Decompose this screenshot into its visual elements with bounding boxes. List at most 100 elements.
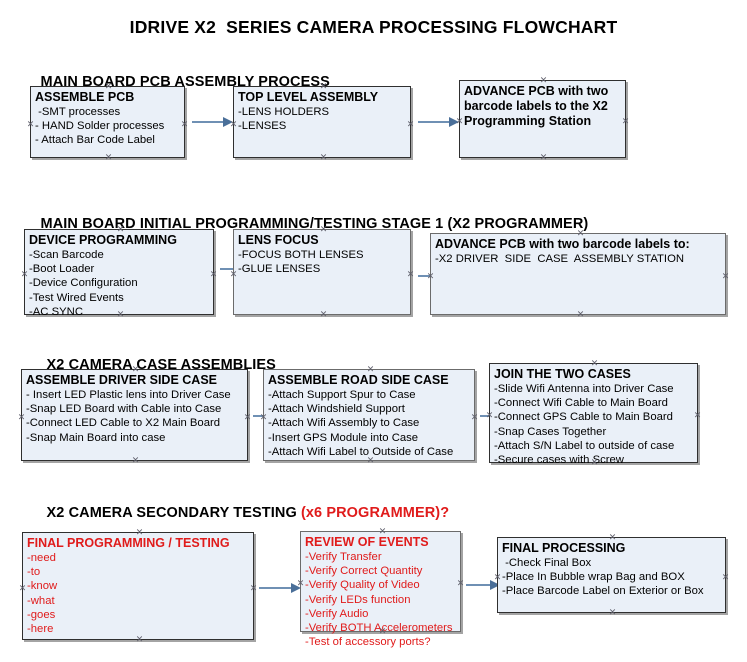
connection-point-icon: [104, 82, 113, 91]
connection-point-icon: [608, 533, 617, 542]
box-title: ADVANCE PCB with two barcode labels to:: [435, 237, 690, 251]
box-final-processing[interactable]: FINAL PROCESSING -Check Final Box -Place…: [497, 537, 726, 613]
connection-point-icon: [456, 579, 465, 588]
connection-point-icon: [229, 120, 238, 129]
box-line: -Verify Correct Quantity: [305, 565, 423, 578]
connection-point-icon: [243, 413, 252, 422]
box-line: -Secure cases with Screw: [494, 454, 624, 467]
box-line: -Verify LEDs function: [305, 593, 411, 606]
connection-point-icon: [249, 584, 258, 593]
box-assemble-road-side-case[interactable]: ASSEMBLE ROAD SIDE CASE -Attach Support …: [263, 369, 475, 461]
box-line: -need: [27, 552, 56, 564]
box-line: -to: [27, 566, 41, 579]
connection-point-icon: [18, 584, 27, 593]
connection-point-icon: [131, 365, 140, 374]
connection-point-icon: [378, 527, 387, 536]
connection-point-icon: [116, 310, 125, 319]
box-line: -FOCUS BOTH LENSES: [238, 249, 364, 261]
box-line: -Verify Transfer: [305, 551, 382, 563]
box-assemble-pcb[interactable]: ASSEMBLE PCB -SMT processes - HAND Solde…: [30, 86, 185, 158]
box-line: -LENS HOLDERS: [238, 106, 330, 118]
box-line: -Device Configuration: [29, 277, 138, 290]
box-title: FINAL PROCESSING: [502, 541, 626, 555]
box-line: -Insert GPS Module into Case: [268, 431, 419, 444]
box-join-the-two-cases[interactable]: JOIN THE TWO CASES -Slide Wifi Antenna i…: [489, 363, 698, 466]
box-line: -Snap Cases Together: [494, 425, 607, 438]
connection-point-icon: [135, 635, 144, 644]
connection-point-icon: [621, 117, 630, 126]
box-title: FINAL PROGRAMMING / TESTING: [27, 536, 230, 550]
box-line: -Place Barcode Label on Exterior or Box: [502, 585, 704, 598]
box-line: -what: [27, 594, 55, 607]
box-line-overflow: -Test of accessory ports?: [305, 636, 431, 649]
box-line: -goes: [27, 608, 56, 621]
box-line: -GLUE LENSES: [238, 263, 321, 276]
box-line: -Verify Audio: [305, 607, 369, 620]
connection-point-icon: [296, 579, 305, 588]
box-line: -Place In Bubble wrap Bag and BOX: [502, 571, 685, 584]
connection-point-icon: [366, 365, 375, 374]
box-device-programming[interactable]: DEVICE PROGRAMMING -Scan Barcode -Boot L…: [24, 229, 214, 318]
connector-arrow-final-programming-to-review-of-events: [259, 583, 301, 593]
box-line: -here: [27, 623, 54, 636]
box-line: -Scan Barcode: [29, 249, 104, 261]
box-line: -Slide Wifi Antenna into Driver Case: [494, 383, 674, 395]
connection-point-icon: [17, 413, 26, 422]
box-line: -Attach S/N Label to outside of case: [494, 439, 675, 452]
connection-point-icon: [20, 270, 29, 279]
connection-point-icon: [319, 82, 328, 91]
box-advance-pcb-to-driver-side-case-assembly-station[interactable]: ADVANCE PCB with two barcode labels to: …: [430, 233, 726, 315]
box-title: TOP LEVEL ASSEMBLY: [238, 90, 379, 104]
connection-point-icon: [406, 120, 415, 129]
connection-point-icon: [26, 120, 35, 129]
box-title: ASSEMBLE DRIVER SIDE CASE: [26, 373, 218, 387]
box-final-programming-testing[interactable]: FINAL PROGRAMMING / TESTING -need -to -k…: [22, 532, 254, 640]
connection-point-icon: [590, 458, 599, 467]
connection-point-icon: [406, 270, 415, 279]
box-line: -Check Final Box: [502, 557, 592, 569]
connection-point-icon: [470, 413, 479, 422]
connection-point-icon: [135, 528, 144, 537]
connection-point-icon: [319, 225, 328, 234]
box-line: -SMT processes: [35, 106, 121, 118]
connection-point-icon: [590, 359, 599, 368]
box-title: LENS FOCUS: [238, 233, 319, 247]
connection-point-icon: [721, 573, 730, 582]
box-line: -Attach Windshield Support: [268, 403, 405, 416]
document-title: IDRIVE X2 SERIES CAMERA PROCESSING FLOWC…: [129, 17, 618, 37]
box-review-of-events[interactable]: REVIEW OF EVENTS -Verify Transfer -Verif…: [300, 531, 461, 648]
connection-point-icon: [229, 270, 238, 279]
connection-point-icon: [721, 272, 730, 281]
box-top-level-assembly[interactable]: TOP LEVEL ASSEMBLY -LENS HOLDERS -LENSES: [233, 86, 411, 158]
box-line: -know: [27, 580, 58, 593]
box-line: -Verify Quality of Video: [305, 579, 420, 592]
box-line: -Snap LED Board with Cable into Case: [26, 403, 222, 416]
connection-point-icon: [576, 310, 585, 319]
box-title: JOIN THE TWO CASES: [494, 367, 631, 381]
connection-point-icon: [576, 229, 585, 238]
connection-point-icon: [539, 153, 548, 162]
section-heading-text: X2 CAMERA SECONDARY TESTING: [46, 505, 301, 521]
connection-point-icon: [104, 153, 113, 162]
box-line: -Attach Wifi Label to Outside of Case: [268, 445, 454, 458]
section-heading-main-board-initial-programming-testing-stage-1: MAIN BOARD INITIAL PROGRAMMING/TESTING S…: [24, 200, 589, 248]
connection-point-icon: [378, 627, 387, 636]
box-line: -Attach Wifi Assembly to Case: [268, 417, 420, 430]
box-title: REVIEW OF EVENTS: [305, 535, 429, 549]
box-line: -Test Wired Events: [29, 291, 124, 304]
box-line: - Insert LED Plastic lens into Driver Ca…: [26, 389, 231, 401]
connector-arrow-top-level-assembly-to-advance-pcb: [418, 117, 459, 127]
section-heading-suffix: (x6 PROGRAMMER)?: [300, 505, 450, 521]
connection-point-icon: [493, 573, 502, 582]
section-heading-x2-camera-secondary-testing: X2 CAMERA SECONDARY TESTING (x6 PROGRAMM…: [30, 489, 450, 537]
connection-point-icon: [131, 456, 140, 465]
box-line: -Connect LED Cable to X2 Main Board: [26, 417, 221, 430]
box-assemble-driver-side-case[interactable]: ASSEMBLE DRIVER SIDE CASE - Insert LED P…: [21, 369, 248, 461]
box-advance-pcb-to-x2-programming-station[interactable]: ADVANCE PCB with two barcode labels to t…: [459, 80, 626, 158]
box-line: -LENSES: [238, 120, 287, 133]
box-lens-focus[interactable]: LENS FOCUS -FOCUS BOTH LENSES -GLUE LENS…: [233, 229, 411, 315]
box-line: -Connect Wifi Cable to Main Board: [494, 397, 668, 410]
connection-point-icon: [180, 120, 189, 129]
connection-point-icon: [319, 153, 328, 162]
box-line: -AC SYNC: [29, 305, 83, 318]
